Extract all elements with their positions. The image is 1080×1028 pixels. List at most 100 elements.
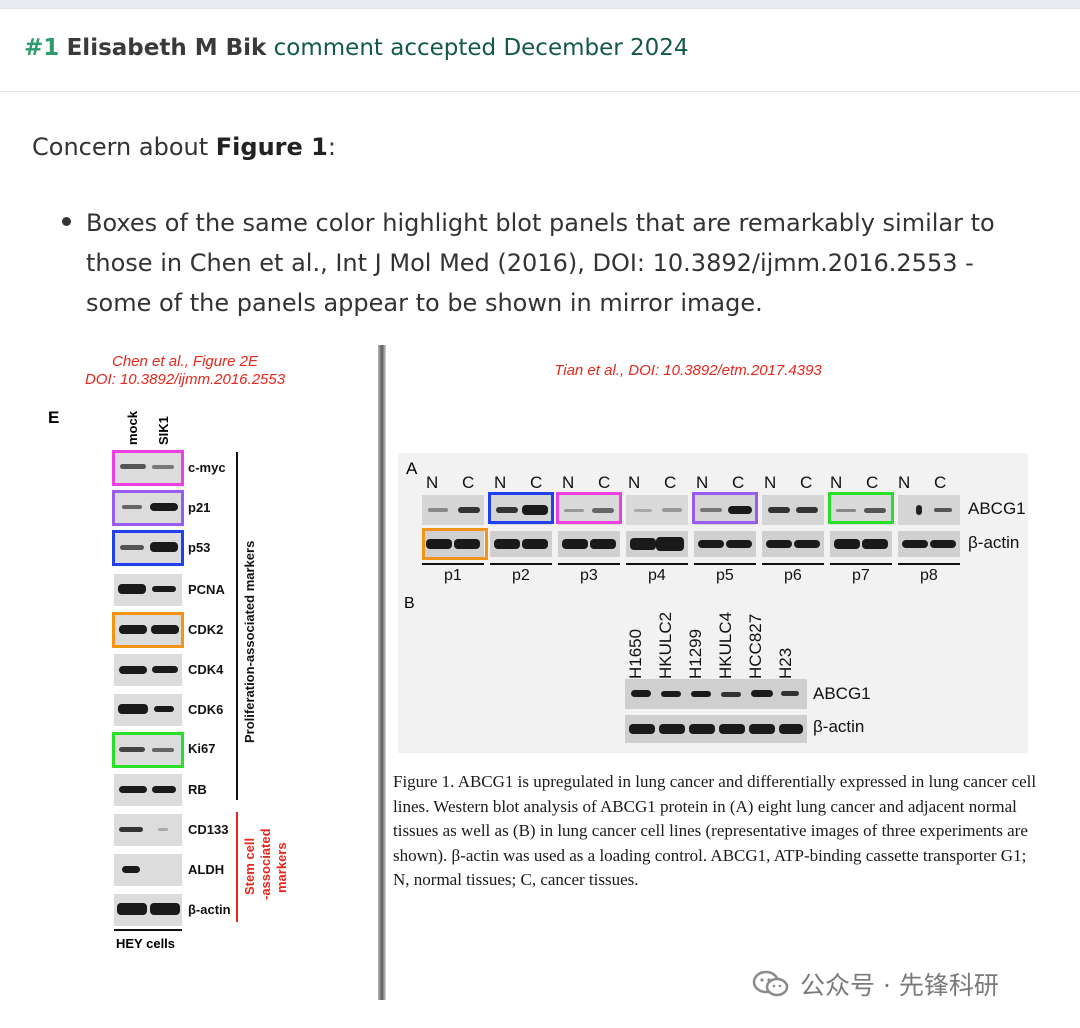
cell-line-h1650: H1650 [626, 628, 645, 679]
tian-box-magenta [556, 492, 622, 524]
panel-b-abcg1-label: ABCG1 [813, 684, 871, 703]
pair-label-p7: p7 [852, 567, 870, 584]
tian-figure-caption: Figure 1. ABCG1 is upregulated in lung c… [393, 772, 1037, 889]
highlight-box-magenta [112, 450, 184, 486]
row-label-beta-actin: β-actin [188, 902, 231, 917]
row-label-cmyc: c-myc [188, 460, 226, 475]
chen-caption-line2: DOI: 10.3892/ijmm.2016.2553 [84, 371, 286, 388]
cell-line-h23: H23 [776, 647, 795, 679]
panel-b-actin-label: β-actin [813, 717, 865, 736]
cell-line-hcc827: HCC827 [746, 613, 765, 679]
actin-strip-p2 [490, 531, 552, 557]
group-stem-label-3: markers [274, 842, 289, 893]
nc-header-14: C [866, 473, 879, 492]
actin-strip-p1 [422, 531, 484, 557]
column-sik1: SIK1 [156, 416, 171, 445]
chen-figure-panel: Chen et al., Figure 2E DOI: 10.3892/ijmm… [30, 345, 382, 1000]
nc-header-4: C [530, 473, 543, 492]
nc-header-5: N [562, 473, 575, 492]
blot-strip-p21 [114, 492, 182, 524]
nc-header-3: N [494, 473, 507, 492]
comment-header: #1 Elisabeth M Bik comment accepted Dece… [0, 9, 1080, 92]
tian-source-caption: Tian et al., DOI: 10.3892/etm.2017.4393 [554, 362, 822, 379]
row-label-cdk2: CDK2 [188, 622, 224, 637]
actin-strip-p5 [694, 531, 756, 557]
group-stem-label-1: Stem cell [242, 837, 257, 895]
pair-label-p2: p2 [512, 567, 530, 584]
actin-strip-p7 [830, 531, 892, 557]
blot-strip-ki67 [114, 734, 182, 766]
abcg1-strip-p6 [762, 495, 824, 525]
tian-box-blue [488, 492, 554, 524]
comment-author[interactable]: Elisabeth M Bik [66, 35, 267, 61]
abcg1-strip-p8 [898, 495, 960, 525]
blot-strip-cd133 [114, 814, 182, 846]
pair-label-p8: p8 [920, 567, 938, 584]
highlight-box-orange [112, 612, 184, 648]
row-label-ki67: Ki67 [188, 741, 216, 756]
abcg1-strip-p1 [422, 495, 484, 525]
panel-divider [378, 345, 386, 1000]
highlight-box-blue [112, 530, 184, 566]
wechat-icon [752, 970, 789, 997]
blot-strip-p53 [114, 532, 182, 564]
group-stem-label-2: -associated [258, 828, 273, 900]
concern-heading: Concern about Figure 1: [32, 133, 336, 161]
nc-header-6: C [598, 473, 611, 492]
panel-b-actin-strip [625, 715, 807, 743]
row-label-rb: RB [188, 782, 207, 797]
panel-letter-e: E [48, 408, 60, 427]
chen-caption-line1: Chen et al., Figure 2E [112, 353, 258, 370]
blot-strip-cdk4 [114, 654, 182, 686]
nc-header-1: N [426, 473, 439, 492]
actin-strip-p4 [626, 531, 688, 557]
abcg1-strip-p3 [558, 495, 620, 525]
top-bar [0, 0, 1080, 9]
nc-header-16: C [934, 473, 947, 492]
row-label-aldh: ALDH [188, 862, 225, 877]
tian-figure-panel: Tian et al., DOI: 10.3892/etm.2017.4393 … [388, 345, 1050, 1000]
pair-underlines [422, 563, 962, 565]
row-label-cdk4: CDK4 [188, 662, 224, 677]
abcg1-strip-p5 [694, 495, 756, 525]
abcg1-strip-p4 [626, 495, 688, 525]
actin-strip-p3 [558, 531, 620, 557]
pair-label-p3: p3 [580, 567, 598, 584]
blot-strip-cdk6 [114, 694, 182, 726]
row-label-cdk6: CDK6 [188, 702, 224, 717]
cell-line-hkulc4: HKULC4 [716, 611, 735, 679]
group-proliferation-label: Proliferation-associated markers [242, 540, 257, 743]
blot-strip-pcna [114, 574, 182, 606]
panel-letter-b: B [404, 595, 415, 612]
comment-status: comment accepted December 2024 [273, 35, 689, 61]
hey-cells-label: HEY cells [116, 936, 176, 951]
comment-header-line: #1 Elisabeth M Bik comment accepted Dece… [24, 35, 689, 61]
column-mock: mock [125, 411, 140, 445]
bullet-dot-icon [62, 217, 71, 226]
stem-cell-bracket [236, 812, 238, 922]
hey-cells-line [114, 929, 182, 931]
blot-strip-cmyc [114, 452, 182, 484]
abcg1-row-label: ABCG1 [968, 499, 1026, 518]
nc-header-2: C [462, 473, 475, 492]
bullet-text: Boxes of the same color highlight blot p… [86, 209, 995, 317]
blot-strip-rb [114, 774, 182, 806]
blot-strip-cdk2 [114, 614, 182, 646]
panel-b-abcg1-strip [625, 679, 807, 709]
panel-letter-a: A [406, 459, 418, 478]
nc-header-12: C [800, 473, 813, 492]
comment-number[interactable]: #1 [24, 35, 60, 61]
row-label-p21: p21 [188, 500, 211, 515]
proliferation-bracket [236, 452, 238, 800]
cell-line-h1299: H1299 [686, 628, 705, 679]
pair-label-p6: p6 [784, 567, 802, 584]
nc-header-7: N [628, 473, 641, 492]
nc-header-8: C [664, 473, 677, 492]
tian-box-orange [422, 528, 488, 560]
concern-suffix: : [327, 133, 336, 161]
blot-strip-aldh [114, 854, 182, 886]
nc-header-15: N [898, 473, 911, 492]
abcg1-strip-p2 [490, 495, 552, 525]
tian-box-purple [692, 492, 758, 524]
nc-header-13: N [830, 473, 843, 492]
